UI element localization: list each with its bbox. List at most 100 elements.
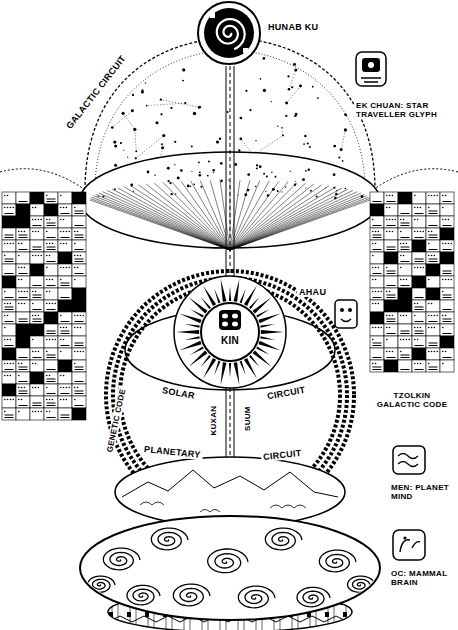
tzolkin-dot — [7, 399, 9, 401]
tzolkin-bar — [5, 297, 14, 298]
tzolkin-bar — [373, 273, 382, 274]
tzolkin-bar — [401, 355, 410, 356]
tzolkin-bar — [401, 357, 410, 358]
tzolkin-bar — [75, 211, 84, 212]
star — [213, 172, 214, 173]
glyph-frame — [201, 303, 259, 361]
tzolkin-cell — [30, 204, 44, 216]
tzolkin-dot — [417, 303, 419, 305]
tzolkin-dot — [54, 339, 56, 341]
tzolkin-cell — [58, 384, 72, 396]
tzolkin-bar — [47, 405, 56, 406]
star — [113, 140, 116, 143]
tzolkin-dot — [32, 351, 34, 353]
sun-ray — [221, 279, 227, 302]
tzolkin-dot — [60, 279, 62, 281]
tzolkin-bar — [47, 393, 56, 394]
tzolkin-cell — [426, 300, 440, 312]
tzolkin-cell — [2, 324, 16, 336]
base-check — [343, 612, 347, 617]
tzolkin-bar — [19, 381, 28, 382]
tzolkin-dot — [68, 267, 70, 269]
tzolkin-dot — [38, 231, 40, 233]
tzolkin-bar — [19, 273, 28, 274]
tzolkin-dot — [63, 207, 65, 209]
tzolkin-cell — [398, 276, 412, 288]
star — [316, 196, 318, 198]
tzolkin-dot — [12, 243, 14, 245]
star — [309, 146, 311, 148]
glyph-caption: AHAU — [297, 287, 328, 297]
tzolkin-dot — [21, 291, 23, 293]
tzolkin-bar — [415, 307, 424, 308]
tzolkin-dot — [49, 291, 51, 293]
tzolkin-dot — [386, 195, 388, 197]
tzolkin-cell — [58, 288, 72, 300]
tzolkin-cell — [412, 360, 426, 372]
star — [338, 157, 340, 159]
tzolkin-cell — [440, 228, 454, 240]
tzolkin-dot — [445, 351, 447, 353]
tzolkin-dot — [436, 315, 438, 317]
tzolkin-dot — [386, 291, 388, 293]
tzolkin-dot — [4, 363, 6, 365]
tzolkin-dot — [32, 411, 34, 413]
tzolkin-cell — [384, 216, 398, 228]
tzolkin-cell — [384, 348, 398, 360]
tzolkin-cell — [2, 360, 16, 372]
tzolkin-dot — [21, 231, 23, 233]
tzolkin-bar — [19, 367, 28, 368]
tzolkin-dot — [66, 267, 68, 269]
tzolkin-bar — [19, 393, 28, 394]
tzolkin-dot — [400, 231, 402, 233]
tzolkin-cell — [440, 348, 454, 360]
tzolkin-dot — [392, 351, 394, 353]
oc-glyph — [393, 530, 425, 560]
tzolkin-cell — [384, 252, 398, 264]
tzolkin-bar — [429, 211, 438, 212]
sun-ray — [258, 341, 280, 351]
tzolkin-cell — [398, 204, 412, 216]
sun-ray — [179, 314, 201, 324]
tzolkin-bar — [5, 321, 14, 322]
funnel-line — [99, 193, 230, 250]
star — [220, 180, 223, 183]
cord-label: KUXAN — [209, 404, 218, 438]
star — [207, 175, 209, 177]
tzolkin-dot — [66, 399, 68, 401]
tzolkin-dot — [63, 399, 65, 401]
tzolkin-dot — [372, 231, 374, 233]
tzolkin-cell — [2, 348, 16, 360]
star — [114, 164, 117, 167]
tzolkin-dot — [74, 315, 76, 317]
tzolkin-dot — [7, 375, 9, 377]
tzolkin-bar — [373, 249, 382, 250]
star — [200, 186, 202, 188]
tzolkin-cell — [398, 228, 412, 240]
tzolkin-dot — [21, 267, 23, 269]
sun-rays — [176, 279, 284, 385]
tzolkin-dot — [403, 219, 405, 221]
sun-ray — [200, 297, 211, 309]
men-glyph — [393, 446, 425, 474]
tzolkin-bar — [75, 343, 84, 344]
tzolkin-cell — [440, 300, 454, 312]
star — [333, 173, 336, 176]
tzolkin-cell — [44, 300, 58, 312]
tzolkin-dot — [21, 399, 23, 401]
tzolkin-dot — [46, 303, 48, 305]
tzolkin-dot — [46, 351, 48, 353]
tzolkin-cell — [16, 396, 30, 408]
tzolkin-bar — [19, 391, 28, 392]
tzolkin-bar — [61, 283, 70, 284]
tzolkin-cell — [16, 264, 30, 276]
tzolkin-cell — [30, 312, 44, 324]
tzolkin-dot — [32, 339, 34, 341]
tzolkin-dot — [63, 219, 65, 221]
tzolkin-dot — [18, 291, 20, 293]
tzolkin-dot — [420, 363, 422, 365]
tzolkin-bar — [373, 369, 382, 370]
tzolkin-cell — [44, 192, 58, 204]
tzolkin-dot — [10, 375, 12, 377]
tzolkin-cell — [72, 192, 86, 204]
